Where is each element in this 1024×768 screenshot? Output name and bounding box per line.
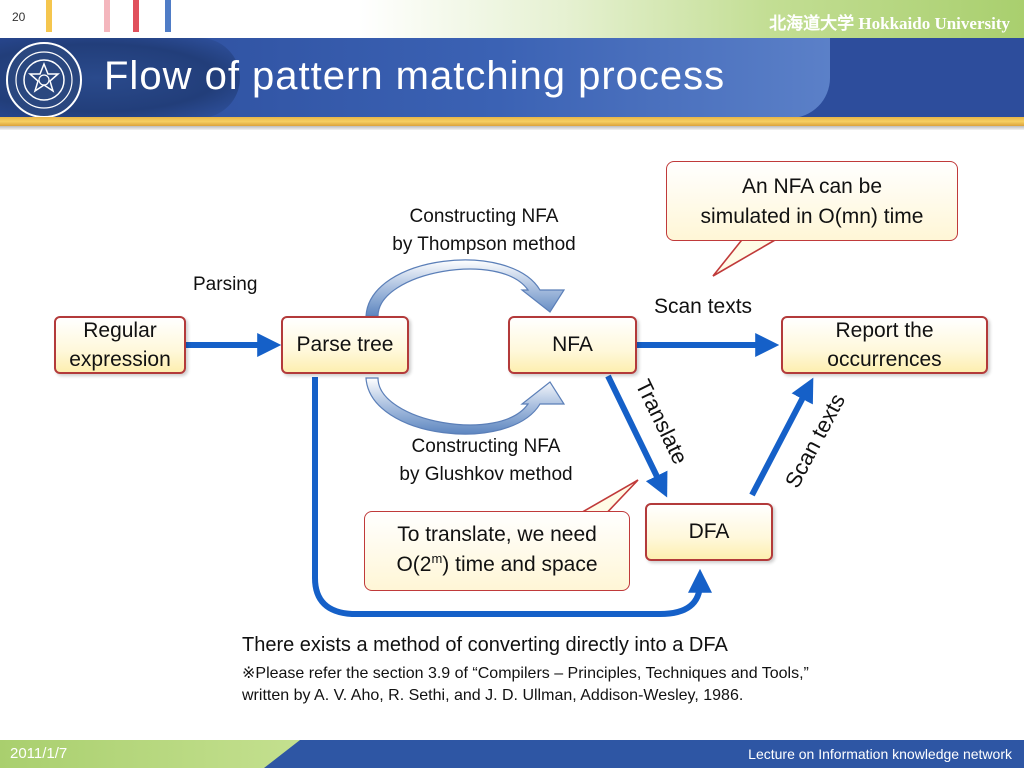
callout-translate-cost-text: To translate, we need O(2m) time and spa… [364,520,630,581]
label-parsing: Parsing [193,274,258,295]
node-dfa: DFA [645,503,773,561]
complexity-prefix: O(2 [396,553,432,577]
title-underline-gold [0,117,1024,126]
node-parse-tree-label: Parse tree [296,333,394,357]
slide-title: Flow of pattern matching process [104,54,726,98]
callout-nfa-simulation-line2: simulated in O(mn) time [700,205,924,229]
node-regular-expression-label: Regular expression [69,318,171,371]
arrow-direct-dfa [312,377,712,617]
node-report-label: Report the occurrences [827,318,942,371]
complexity-exponent: m [431,551,443,567]
node-nfa-label: NFA [552,333,593,357]
label-thompson: Constructing NFA by Thompson method [375,203,593,258]
footer-accent [0,740,300,768]
callout-translate-cost-line2: O(2m) time and space [364,550,630,580]
label-glushkov-line1: Constructing NFA [411,436,561,457]
callout-nfa-simulation [666,161,958,241]
label-thompson-line2: by Thompson method [392,233,576,255]
accent-stripe-yellow [46,0,52,32]
complexity-suffix: ) time and space [442,553,598,577]
nfa-sim-callout-tail [712,235,785,277]
note-direct-dfa: There exists a method of converting dire… [242,634,728,656]
label-glushkov-line2: by Glushkov method [399,463,573,485]
note-reference-line1: ※Please refer the section 3.9 of “Compil… [242,665,809,682]
title-underline-gray [0,126,1024,130]
label-glushkov: Constructing NFA by Glushkov method [378,433,594,488]
callout-translate-cost-line1: To translate, we need [397,523,597,546]
callout-nfa-simulation-text: An NFA can be simulated in O(mn) time [666,172,958,233]
arrow-glushkov [365,377,566,435]
accent-stripe-blue [165,0,171,32]
callout-translate-cost [364,511,630,591]
arrow-scan-dfa [749,377,814,497]
note-reference-line2: written by A. V. Aho, R. Sethi, and J. D… [242,687,744,704]
node-report: Report the occurrences [781,316,988,374]
reference-note: There exists a method of converting dire… [242,634,809,705]
node-dfa-label: DFA [688,520,730,544]
accent-stripe-pink [104,0,110,32]
university-emblem-icon [6,42,82,118]
arrow-translate [605,374,668,498]
callout-nfa-simulation-line1: An NFA can be [741,175,883,198]
node-parse-tree: Parse tree [281,316,409,374]
university-name: 北海道大学 Hokkaido University [769,14,1010,33]
node-regular-expression: Regular expression [54,316,186,374]
accent-stripe-red [133,0,139,32]
footer-date: 2011/1/7 [10,745,68,762]
label-thompson-line1: Constructing NFA [409,206,559,227]
label-scan-texts-nfa: Scan texts [654,295,753,318]
slide-number: 20 [12,10,26,24]
arrow-thompson [365,259,566,317]
footer-course-title: Lecture on Information knowledge network [748,746,1012,762]
node-nfa: NFA [508,316,637,374]
